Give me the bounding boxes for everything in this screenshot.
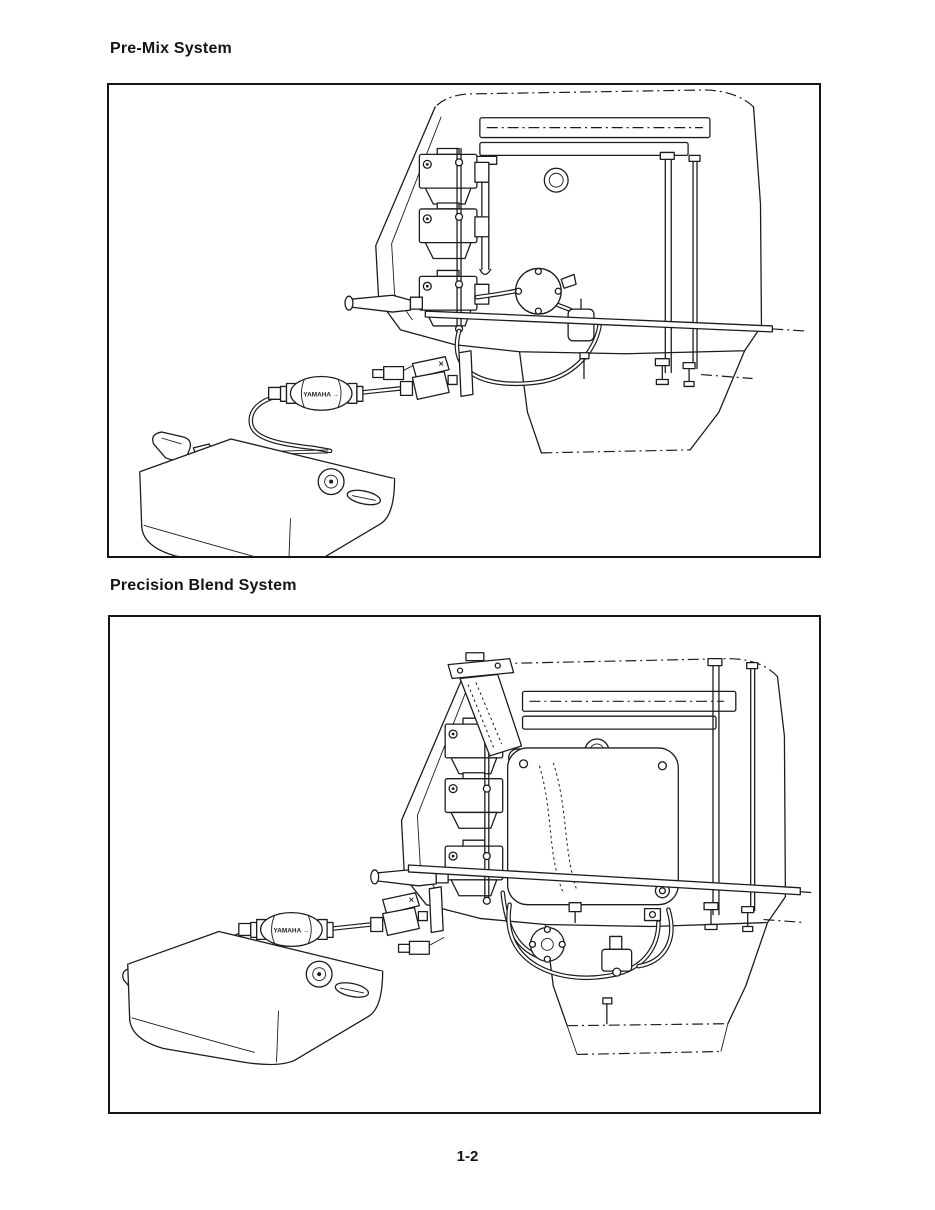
figure-pre-mix-system: YAMAHA →: [107, 83, 821, 558]
clamp-screws: [703, 902, 755, 933]
figure-precision-blend-system: YAMAHA →: [108, 615, 821, 1114]
precision-blend-illustration: YAMAHA →: [122, 652, 816, 1066]
fuel-line-assembly: YAMAHA →: [248, 350, 474, 454]
outboard-motor: [344, 89, 805, 454]
tiller-handle: [344, 294, 423, 313]
oil-filler: [447, 652, 523, 757]
steering-rod: [424, 310, 774, 333]
pre-mix-illustration: YAMAHA →: [139, 89, 805, 556]
fuel-inlet-fitting: [372, 362, 419, 381]
primer-bulb-label: YAMAHA →: [274, 927, 310, 934]
fuel-pump: [514, 267, 577, 315]
transom-bracket: [707, 658, 806, 924]
oil-injection-pump: [528, 907, 662, 977]
fuel-tank: [122, 930, 384, 1066]
fuel-connector: [399, 350, 474, 400]
clamp-screws: [654, 358, 696, 388]
section-title-pre-mix: Pre-Mix System: [110, 40, 232, 57]
primer-bulb-label: YAMAHA →: [303, 391, 339, 398]
primer-bulb: YAMAHA →: [238, 911, 334, 947]
fuel-connector: [370, 886, 444, 937]
primer-bulb: YAMAHA →: [268, 375, 364, 411]
fuel-line-assembly: YAMAHA →: [218, 886, 444, 990]
section-title-precision-blend: Precision Blend System: [110, 577, 297, 594]
oil-tank: [507, 747, 679, 924]
carburetor-stack: [418, 147, 490, 334]
outboard-motor: [370, 652, 816, 1056]
steering-rod: [407, 864, 801, 896]
transom-bracket: [659, 151, 753, 380]
fuel-inlet-fitting: [397, 937, 445, 955]
fuel-tank: [139, 431, 396, 556]
page-number: 1-2: [456, 1148, 479, 1165]
